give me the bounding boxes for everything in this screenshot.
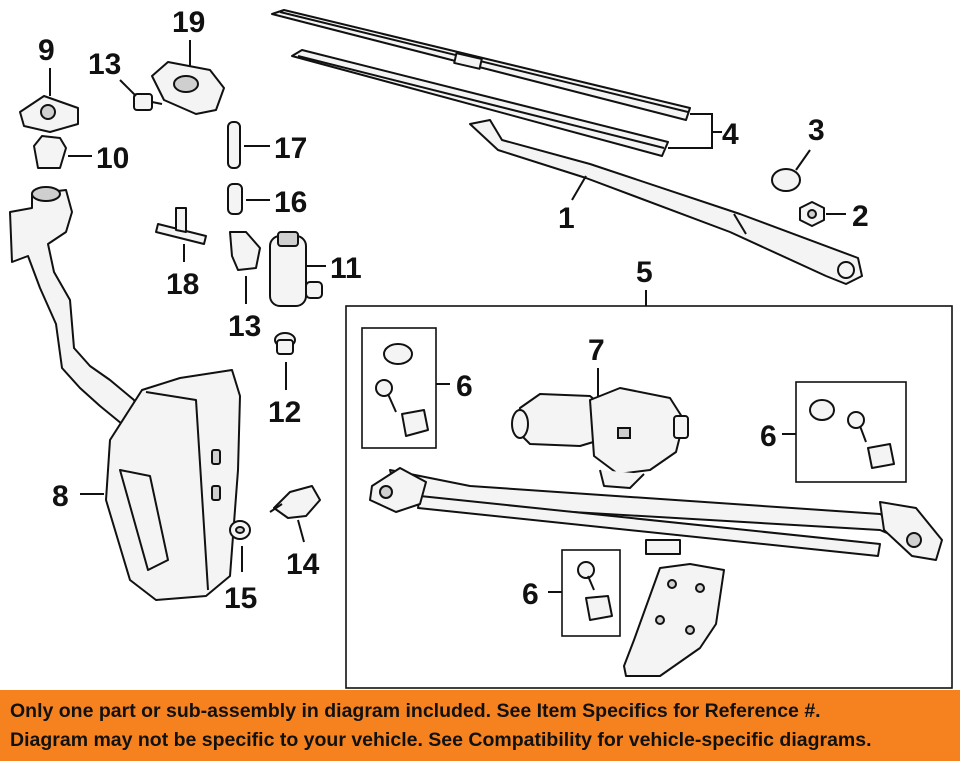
- wiper-blade-lower: [291, 49, 669, 157]
- bolt-icon: [847, 411, 865, 429]
- reservoir-cap: [19, 95, 79, 133]
- washer-nozzle: [151, 61, 225, 115]
- washer-reservoir: [9, 186, 241, 601]
- callout-10: 10: [96, 142, 129, 175]
- bushing-icon: [585, 595, 613, 621]
- bolt-icon: [577, 561, 595, 579]
- bolt-icon: [375, 379, 393, 397]
- parts-diagram: 1 2 3 4 5 6 6 6 7 8 9 10 11 12 13 13 14 …: [9, 6, 953, 689]
- callout-7: 7: [588, 334, 605, 367]
- callout-4: 4: [722, 118, 739, 151]
- washer-icon: [809, 399, 835, 421]
- leader-3: [795, 149, 811, 171]
- callout-8: 8: [52, 480, 69, 513]
- wiper-motor: [511, 387, 689, 489]
- disclaimer-banner: Only one part or sub-assembly in diagram…: [0, 690, 960, 761]
- wiper-arm: [469, 119, 863, 285]
- callout-6c: 6: [522, 578, 539, 611]
- callout-6a: 6: [456, 370, 473, 403]
- bushing-icon: [401, 409, 429, 437]
- callout-2: 2: [852, 200, 869, 233]
- callout-14: 14: [286, 548, 320, 581]
- washer-pump: [269, 231, 323, 307]
- callout-3: 3: [808, 114, 825, 147]
- filler-neck: [33, 135, 67, 169]
- hardware-box-right: [795, 381, 907, 483]
- callout-9: 9: [38, 34, 55, 67]
- callout-15: 15: [224, 582, 257, 615]
- leader-1: [571, 175, 587, 201]
- leader-4: [668, 113, 722, 149]
- hose-connector-lower: [229, 231, 261, 271]
- callout-13b: 13: [228, 310, 261, 343]
- callout-6b: 6: [760, 420, 777, 453]
- disclaimer-line-1: Only one part or sub-assembly in diagram…: [10, 699, 821, 722]
- hose-tee-connector: [155, 207, 207, 245]
- pump-grommet: [274, 332, 296, 355]
- callout-16: 16: [274, 186, 307, 219]
- grommet-15: [229, 520, 251, 540]
- hose-17: [227, 121, 241, 169]
- pivot-nut: [799, 201, 825, 227]
- callout-1: 1: [558, 202, 575, 235]
- bushing-icon: [867, 443, 895, 469]
- linkage-bracket: [623, 563, 725, 677]
- hose-connector-top: [133, 93, 163, 111]
- disclaimer-line-2: Diagram may not be specific to your vehi…: [10, 728, 872, 751]
- hardware-box-upper-left: [361, 327, 437, 449]
- callout-19: 19: [172, 6, 205, 39]
- pivot-cap: [771, 168, 801, 192]
- callout-17: 17: [274, 132, 307, 165]
- callout-13a: 13: [88, 48, 121, 81]
- callout-5: 5: [636, 256, 653, 289]
- wiper-blade-upper: [271, 9, 691, 121]
- washer-icon: [383, 343, 413, 365]
- linkage-assembly-box: [345, 305, 953, 689]
- leader-14: [297, 519, 305, 543]
- callout-11: 11: [330, 252, 362, 285]
- leader-13a: [119, 79, 137, 97]
- hose-16: [227, 183, 243, 215]
- callout-12: 12: [268, 396, 301, 429]
- wiper-linkage: [369, 467, 943, 561]
- level-sensor: [269, 485, 321, 519]
- callout-18: 18: [166, 268, 199, 301]
